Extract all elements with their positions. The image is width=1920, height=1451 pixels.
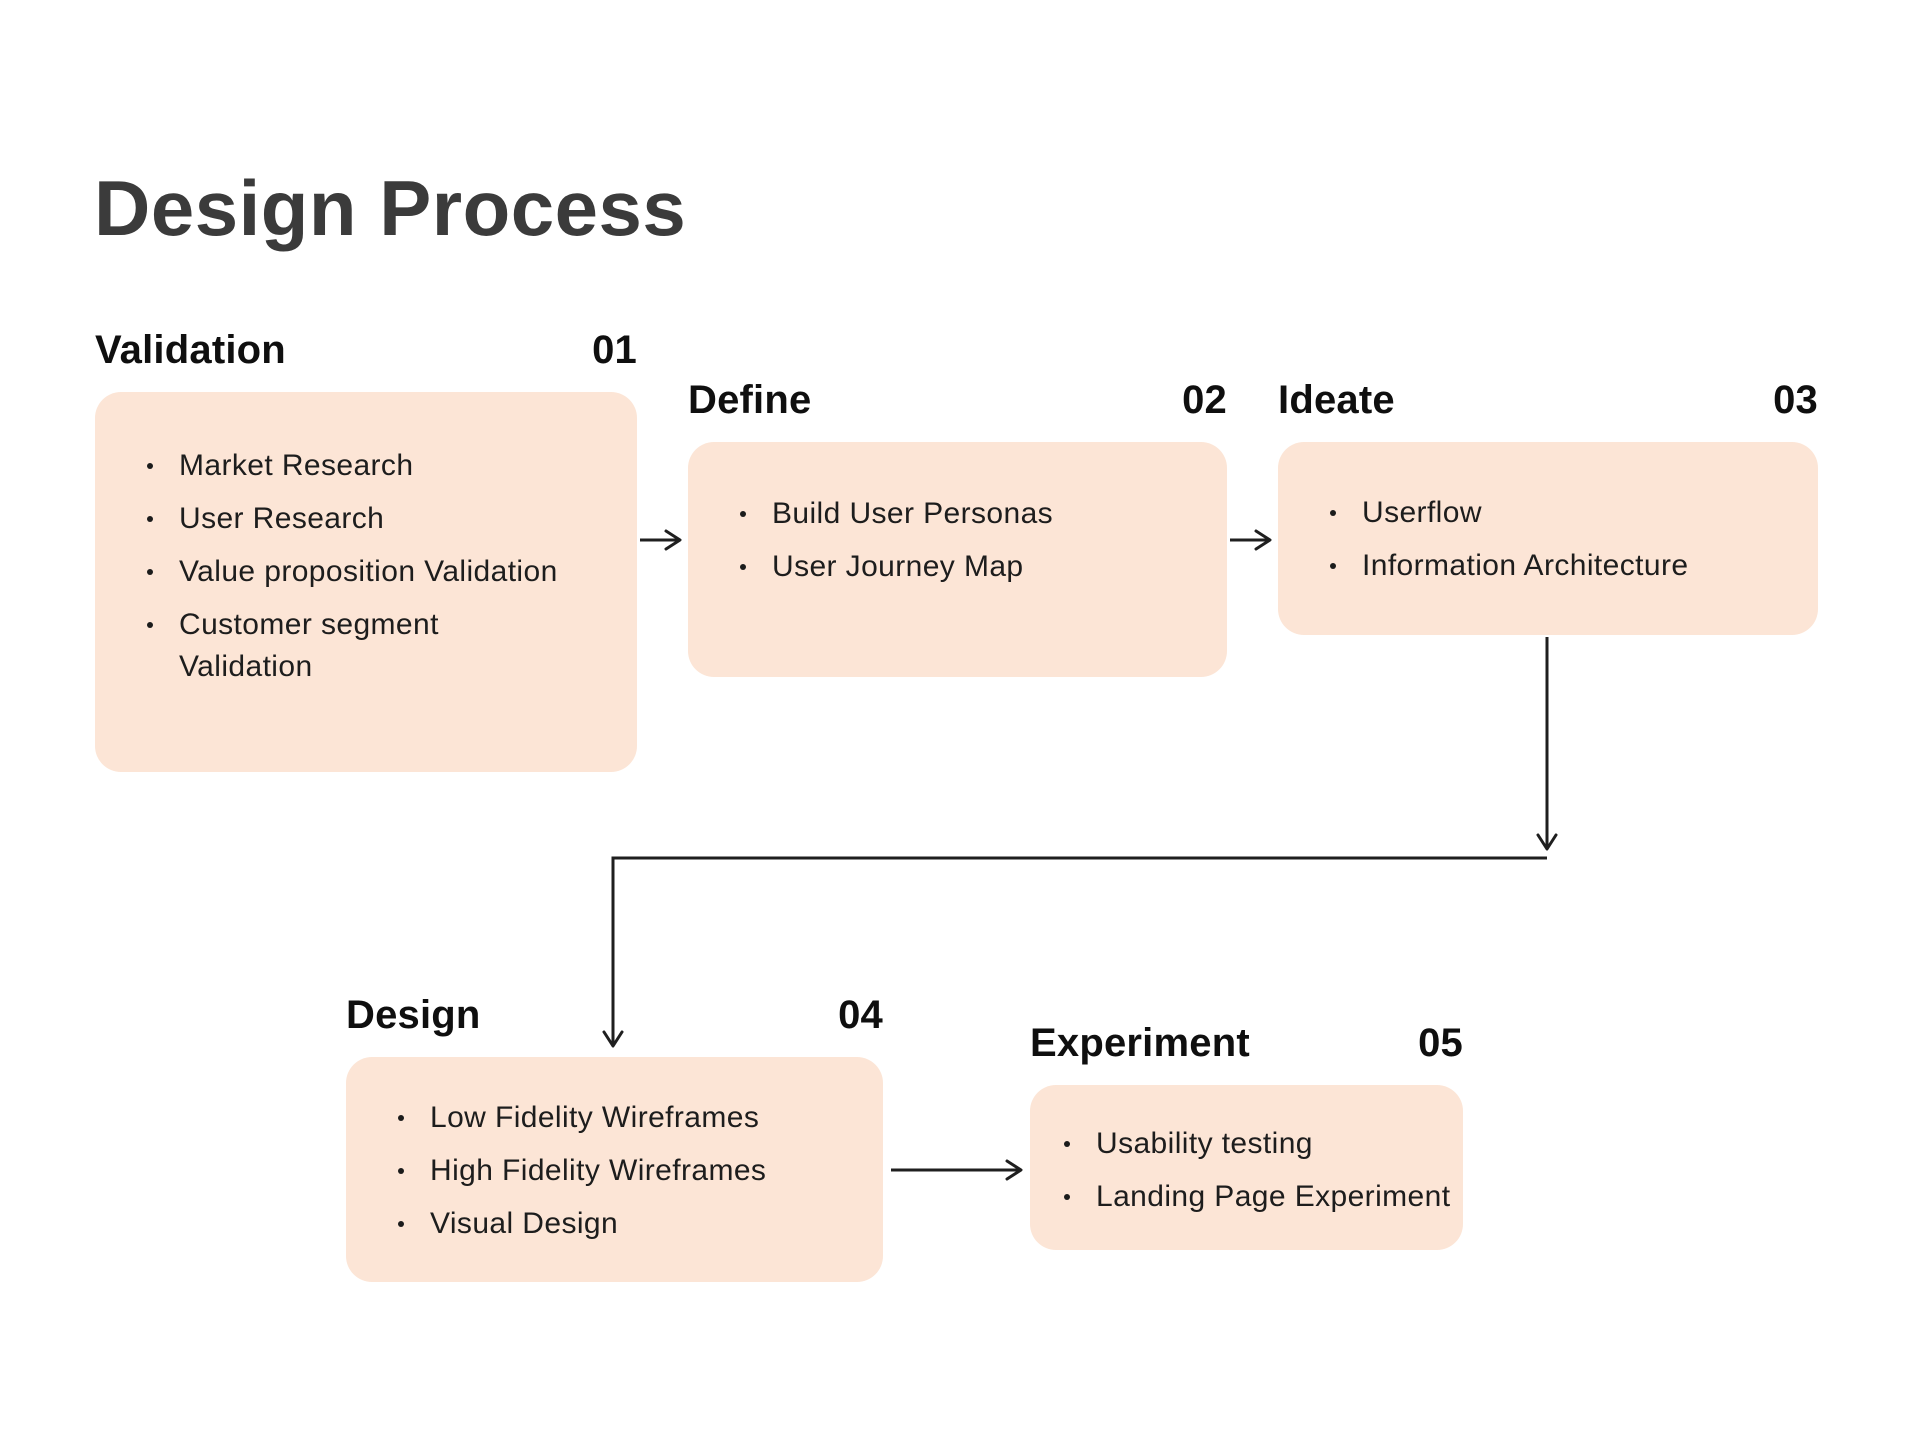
stage-title: Experiment [1030, 1021, 1250, 1065]
bullet-dot-icon [1064, 1194, 1070, 1200]
page-title: Design Process [94, 164, 687, 252]
stage-item-list: Build User Personas User Journey Map [688, 493, 1227, 588]
list-item: User Research [95, 498, 575, 540]
list-item-text: High Fidelity Wireframes [430, 1154, 767, 1187]
bullet-dot-icon [398, 1168, 404, 1174]
list-item: Value proposition Validation [95, 551, 575, 593]
bullet-dot-icon [740, 511, 746, 517]
list-item-text: Low Fidelity Wireframes [430, 1101, 760, 1134]
stage-header-validation: Validation 01 [95, 328, 637, 372]
list-item: Landing Page Experiment [1030, 1176, 1463, 1218]
stage-card-define: Build User Personas User Journey Map [688, 442, 1227, 677]
list-item: Information Architecture [1278, 545, 1818, 587]
list-item-text: Information Architecture [1362, 549, 1689, 582]
stage-header-design: Design 04 [346, 993, 883, 1037]
stage-item-list: Usability testing Landing Page Experimen… [1030, 1123, 1463, 1218]
stage-item-list: Userflow Information Architecture [1278, 492, 1818, 587]
list-item-text: User Journey Map [772, 550, 1024, 583]
bullet-dot-icon [147, 516, 153, 522]
bullet-dot-icon [398, 1221, 404, 1227]
list-item: High Fidelity Wireframes [346, 1150, 883, 1192]
list-item-text: Value proposition Validation [179, 555, 558, 588]
stage-number: 02 [1182, 378, 1227, 422]
stage-card-experiment: Usability testing Landing Page Experimen… [1030, 1085, 1463, 1250]
stage-number: 04 [838, 993, 883, 1037]
list-item: Customer segment Validation [95, 604, 575, 688]
stage-item-list: Market Research User Research Value prop… [95, 445, 575, 688]
list-item-text: Customer segment Validation [179, 608, 439, 683]
stage-number: 01 [592, 328, 637, 372]
list-item: Visual Design [346, 1203, 883, 1245]
stage-title: Define [688, 378, 812, 422]
stage-header-experiment: Experiment 05 [1030, 1021, 1463, 1065]
bullet-dot-icon [1064, 1141, 1070, 1147]
stage-number: 05 [1418, 1021, 1463, 1065]
bullet-dot-icon [147, 569, 153, 575]
list-item: Build User Personas [688, 493, 1227, 535]
stage-header-define: Define 02 [688, 378, 1227, 422]
stage-item-list: Low Fidelity Wireframes High Fidelity Wi… [346, 1097, 883, 1245]
stage-number: 03 [1773, 378, 1818, 422]
bullet-dot-icon [147, 463, 153, 469]
stage-title: Design [346, 993, 481, 1037]
stage-title: Ideate [1278, 378, 1395, 422]
list-item-text: Landing Page Experiment [1096, 1180, 1451, 1213]
list-item: Usability testing [1030, 1123, 1463, 1165]
bullet-dot-icon [398, 1115, 404, 1121]
list-item-text: Visual Design [430, 1207, 619, 1240]
stage-card-validation: Market Research User Research Value prop… [95, 392, 637, 772]
list-item-text: Build User Personas [772, 497, 1054, 530]
list-item-text: Market Research [179, 449, 414, 482]
list-item-text: Usability testing [1096, 1127, 1313, 1160]
bullet-dot-icon [1330, 510, 1336, 516]
stage-card-design: Low Fidelity Wireframes High Fidelity Wi… [346, 1057, 883, 1282]
bullet-dot-icon [1330, 563, 1336, 569]
stage-header-ideate: Ideate 03 [1278, 378, 1818, 422]
list-item-text: Userflow [1362, 496, 1482, 529]
list-item: Low Fidelity Wireframes [346, 1097, 883, 1139]
list-item: User Journey Map [688, 546, 1227, 588]
list-item-text: User Research [179, 502, 385, 535]
bullet-dot-icon [740, 564, 746, 570]
list-item: Userflow [1278, 492, 1818, 534]
list-item: Market Research [95, 445, 575, 487]
stage-title: Validation [95, 328, 286, 372]
stage-card-ideate: Userflow Information Architecture [1278, 442, 1818, 635]
bullet-dot-icon [147, 622, 153, 628]
